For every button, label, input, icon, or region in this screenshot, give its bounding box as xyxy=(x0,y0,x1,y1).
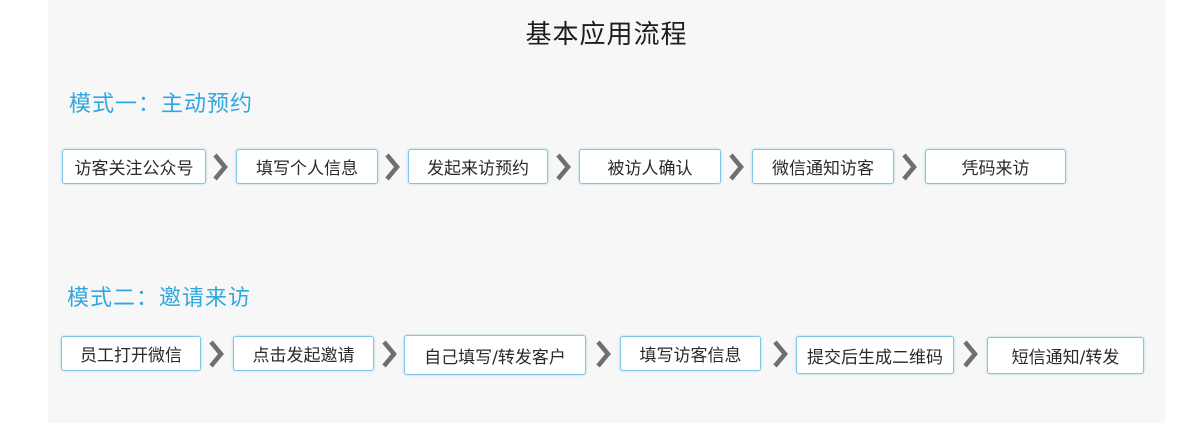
mode-1-step-4: 被访人确认 xyxy=(579,149,721,184)
chevron-right-icon xyxy=(773,340,788,368)
chevron-right-icon xyxy=(209,340,224,368)
chevron-right-icon xyxy=(963,340,978,368)
mode-2-step-3: 自己填写/转发客户 xyxy=(404,335,586,375)
mode-1-step-1: 访客关注公众号 xyxy=(62,149,206,184)
mode-2-step-5: 提交后生成二维码 xyxy=(796,336,954,374)
mode-2-step-2: 点击发起邀请 xyxy=(233,336,374,371)
chevron-right-icon xyxy=(213,153,228,181)
mode-2-heading: 模式二：邀请来访 xyxy=(67,286,252,311)
chevron-right-icon xyxy=(596,340,611,368)
mode-2-step-4: 填写访客信息 xyxy=(620,336,761,371)
mode-1-step-6: 凭码来访 xyxy=(925,149,1066,184)
page-title: 基本应用流程 xyxy=(525,20,688,50)
chevron-right-icon xyxy=(382,340,397,368)
chevron-right-icon xyxy=(902,153,917,181)
mode-2-step-1: 员工打开微信 xyxy=(61,336,201,371)
mode-1-step-5: 微信通知访客 xyxy=(752,149,894,184)
mode-1-step-2: 填写个人信息 xyxy=(236,149,378,184)
mode-1-heading: 模式一：主动预约 xyxy=(69,92,254,117)
chevron-right-icon xyxy=(385,153,400,181)
mode-2-step-6: 短信通知/转发 xyxy=(987,337,1144,374)
chevron-right-icon xyxy=(729,153,744,181)
chevron-right-icon xyxy=(556,153,571,181)
mode-1-step-3: 发起来访预约 xyxy=(408,149,548,184)
